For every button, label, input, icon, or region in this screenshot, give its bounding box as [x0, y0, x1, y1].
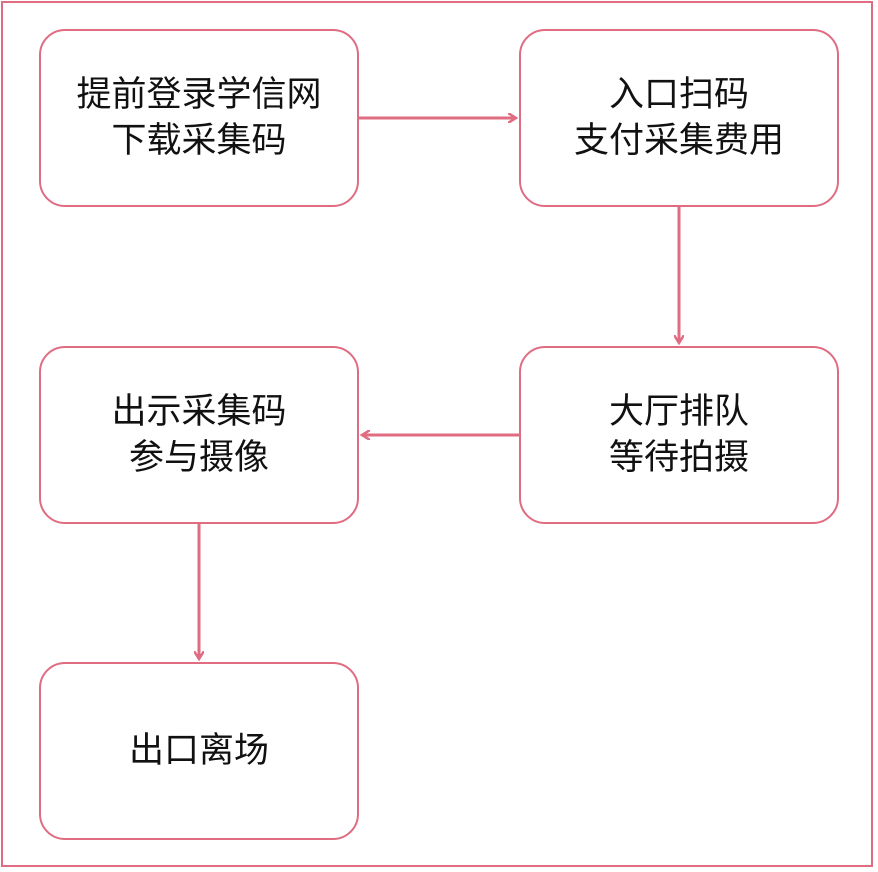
step-queue-wait: 大厅排队 等待拍摄 — [519, 346, 839, 524]
step-label-line: 提前登录学信网 — [76, 75, 322, 115]
step-show-code-photo: 出示采集码 参与摄像 — [39, 346, 359, 524]
step-label-line: 下载采集码 — [111, 121, 287, 161]
step-download-code: 提前登录学信网 下载采集码 — [39, 29, 359, 207]
step-exit: 出口离场 — [39, 662, 359, 840]
step-label-line: 出示采集码 — [111, 392, 287, 432]
step-label-line: 入口扫码 — [608, 75, 749, 115]
step-label-line: 等待拍摄 — [608, 438, 749, 478]
step-scan-and-pay: 入口扫码 支付采集费用 — [519, 29, 839, 207]
step-label-line: 参与摄像 — [128, 438, 269, 478]
step-label-line: 大厅排队 — [608, 392, 749, 432]
step-label-line: 出口离场 — [128, 731, 269, 771]
step-label-line: 支付采集费用 — [573, 121, 784, 161]
